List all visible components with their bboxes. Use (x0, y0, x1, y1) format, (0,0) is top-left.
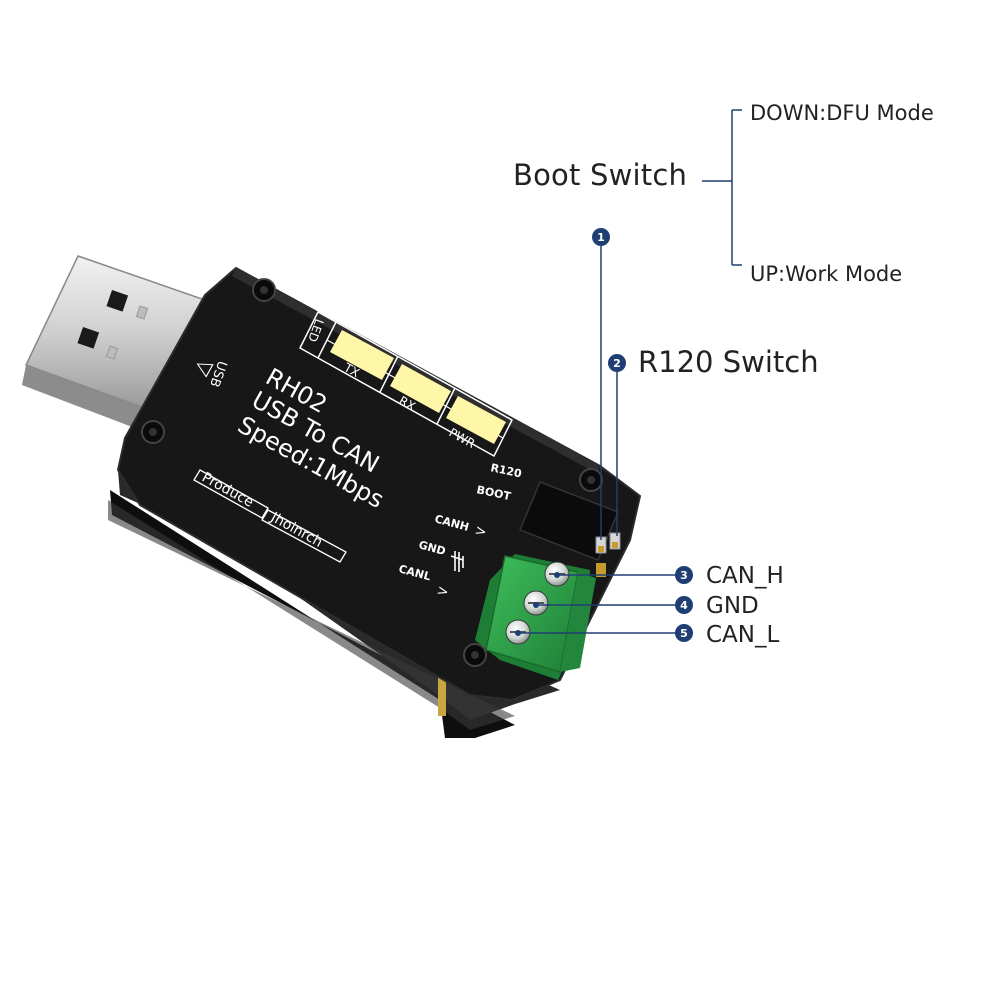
r120-switch (609, 532, 621, 550)
badge-3: 3 (675, 566, 693, 584)
connector-housing (519, 481, 621, 577)
boot-up-mode: UP:Work Mode (750, 262, 903, 286)
terminal-block (475, 554, 596, 680)
badge-1: 1 (592, 228, 610, 246)
ground-symbol-icon (450, 551, 464, 572)
r120-switch-label: R120 Switch (638, 345, 819, 379)
boot-switch-label: Boot Switch (513, 158, 688, 192)
badge-1-number: 1 (597, 231, 605, 244)
led-pwr-light (446, 396, 506, 444)
led-tx-light (330, 330, 394, 380)
badge-5-number: 5 (680, 627, 688, 640)
badge-2: 2 (608, 354, 626, 372)
badge-5: 5 (675, 624, 693, 642)
usb-plug (22, 255, 207, 430)
can-l-label: CAN_L (706, 622, 780, 648)
gnd-label: GND (706, 593, 759, 619)
callout-dots (515, 572, 560, 636)
enclosure-screws (141, 278, 603, 667)
led-rx-light (390, 364, 451, 413)
canh-arrow-icon: > (473, 522, 488, 540)
badge-4: 4 (675, 596, 693, 614)
can-h-label: CAN_H (706, 563, 784, 589)
badge-4-number: 4 (680, 599, 688, 612)
badge-2-number: 2 (613, 357, 621, 370)
r120-print: R120 (489, 461, 523, 480)
canl-arrow-icon: > (435, 582, 450, 600)
badge-3-number: 3 (680, 569, 688, 582)
boot-down-mode: DOWN:DFU Mode (750, 101, 934, 125)
callout-lines (518, 109, 742, 634)
